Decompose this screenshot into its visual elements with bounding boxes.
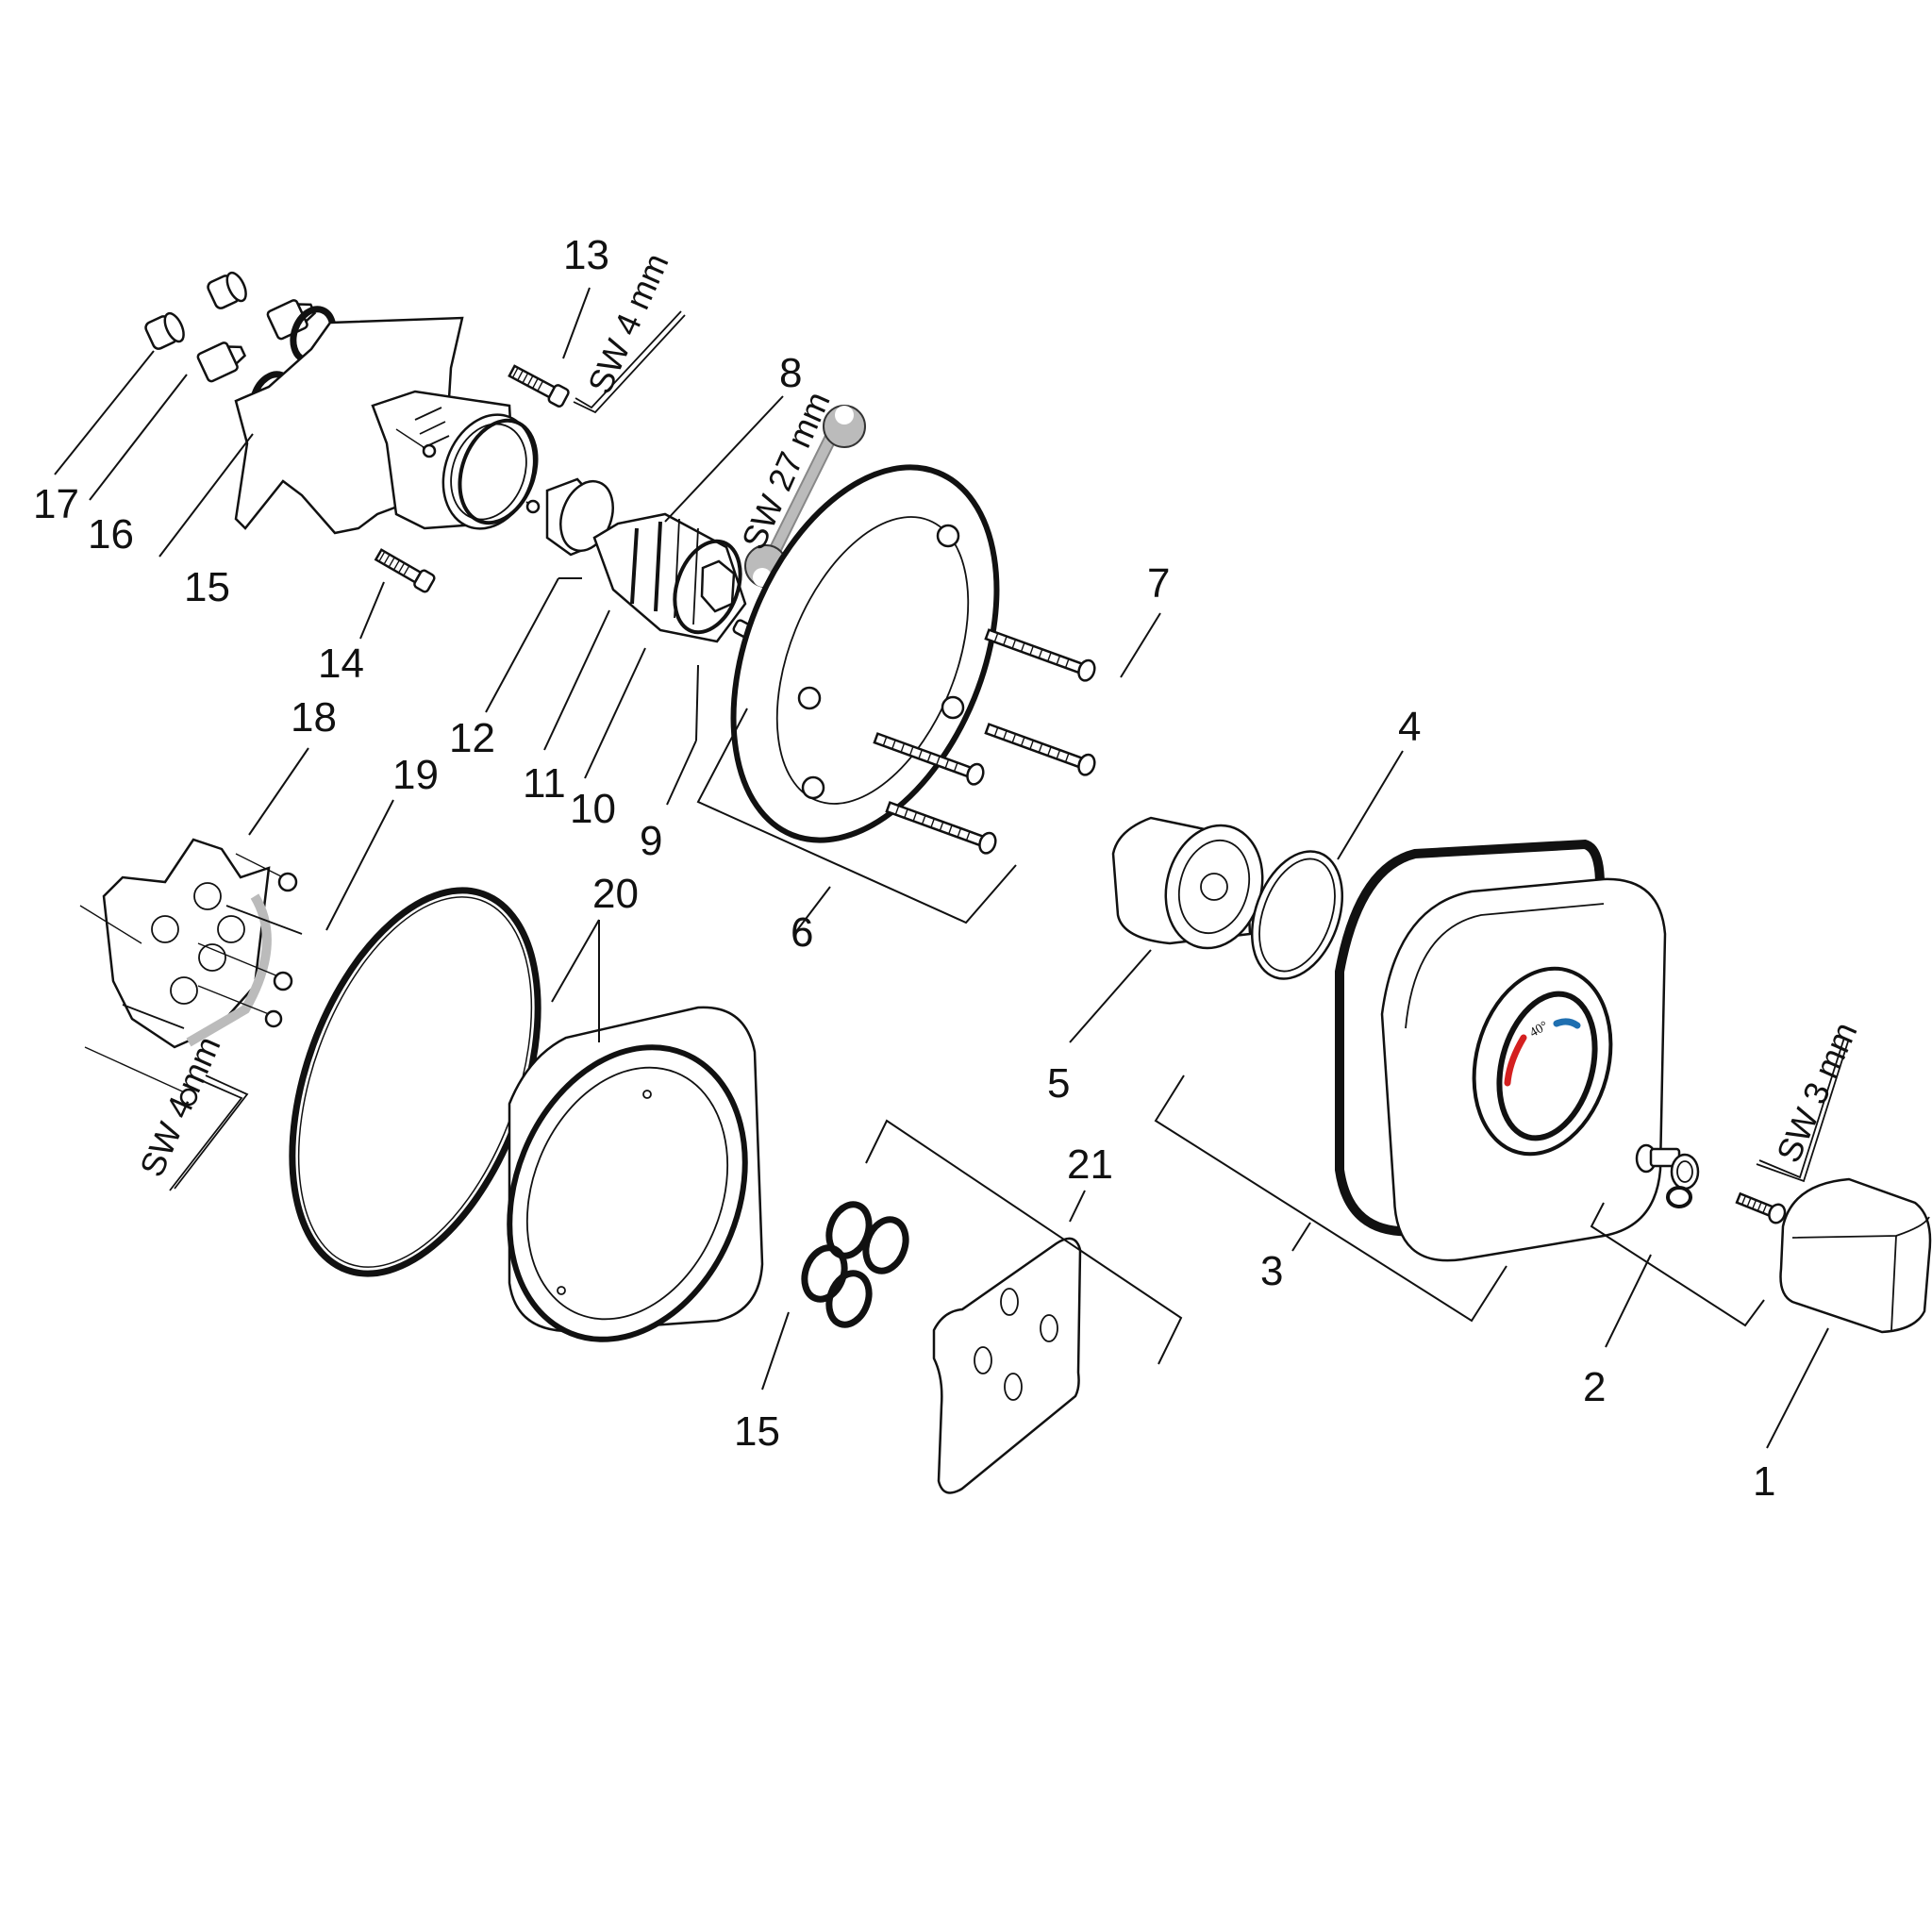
screw-2 [1735, 1191, 1787, 1224]
handle-1 [1779, 1177, 1932, 1334]
check-valve-caps [144, 271, 317, 383]
label-part-19: 19 [392, 752, 439, 798]
label-part-10: 10 [570, 786, 616, 832]
label-part-6: 6 [791, 909, 813, 956]
mounting-body [234, 316, 539, 535]
tool-label-hex-3mm: SW 3 mm [1769, 1016, 1865, 1168]
label-part-15-bottom: 15 [734, 1408, 780, 1455]
label-part-4: 4 [1398, 704, 1421, 750]
o-rings-15-bottom [801, 1201, 909, 1328]
hot-marker-icon [1504, 1034, 1527, 1087]
cold-marker-icon [1553, 1018, 1581, 1029]
trim-plate-20 [507, 1006, 764, 1342]
sleeve-5 [1111, 816, 1264, 950]
label-part-1: 1 [1753, 1458, 1775, 1505]
label-part-3: 3 [1260, 1248, 1283, 1294]
label-part-13: 13 [563, 232, 609, 278]
leader-lines [54, 287, 1829, 1449]
label-part-8: 8 [779, 350, 802, 396]
label-part-5: 5 [1047, 1060, 1070, 1107]
part-labels: 1 2 3 4 5 6 7 8 9 10 11 12 13 14 15 15 1… [33, 232, 1775, 1505]
label-part-17: 17 [33, 481, 79, 527]
label-part-9: 9 [640, 818, 662, 864]
label-part-21: 21 [1067, 1141, 1113, 1188]
label-part-15-top: 15 [184, 564, 230, 610]
screw-14 [374, 548, 436, 593]
label-part-11: 11 [523, 760, 566, 807]
o-ring-4 [1250, 850, 1344, 980]
escutcheon-3: 40° [1335, 839, 1667, 1262]
adapter-plate-21 [932, 1237, 1082, 1494]
screw-13 [508, 364, 570, 408]
hex-key-3mm-icon [1756, 1037, 1849, 1183]
hex-key-4mm-top-icon [573, 310, 686, 414]
label-part-12: 12 [449, 715, 495, 761]
label-part-20: 20 [592, 871, 639, 917]
diverter-insert-18 [79, 838, 303, 1107]
label-part-7: 7 [1147, 560, 1170, 607]
temperature-stop-2 [1635, 1143, 1700, 1208]
label-part-2: 2 [1583, 1364, 1606, 1410]
label-part-16: 16 [88, 511, 134, 558]
wrench-27mm-icon [744, 405, 866, 588]
screws-7 [873, 628, 1096, 855]
tool-label-hex-4mm-left: SW 4 mm [132, 1030, 228, 1182]
label-part-14: 14 [318, 641, 364, 687]
thermostatic-cartridge [592, 512, 762, 643]
label-part-18: 18 [291, 694, 337, 741]
mounting-ring-6 [730, 464, 1000, 843]
hex-key-4mm-left-icon [169, 1074, 249, 1191]
